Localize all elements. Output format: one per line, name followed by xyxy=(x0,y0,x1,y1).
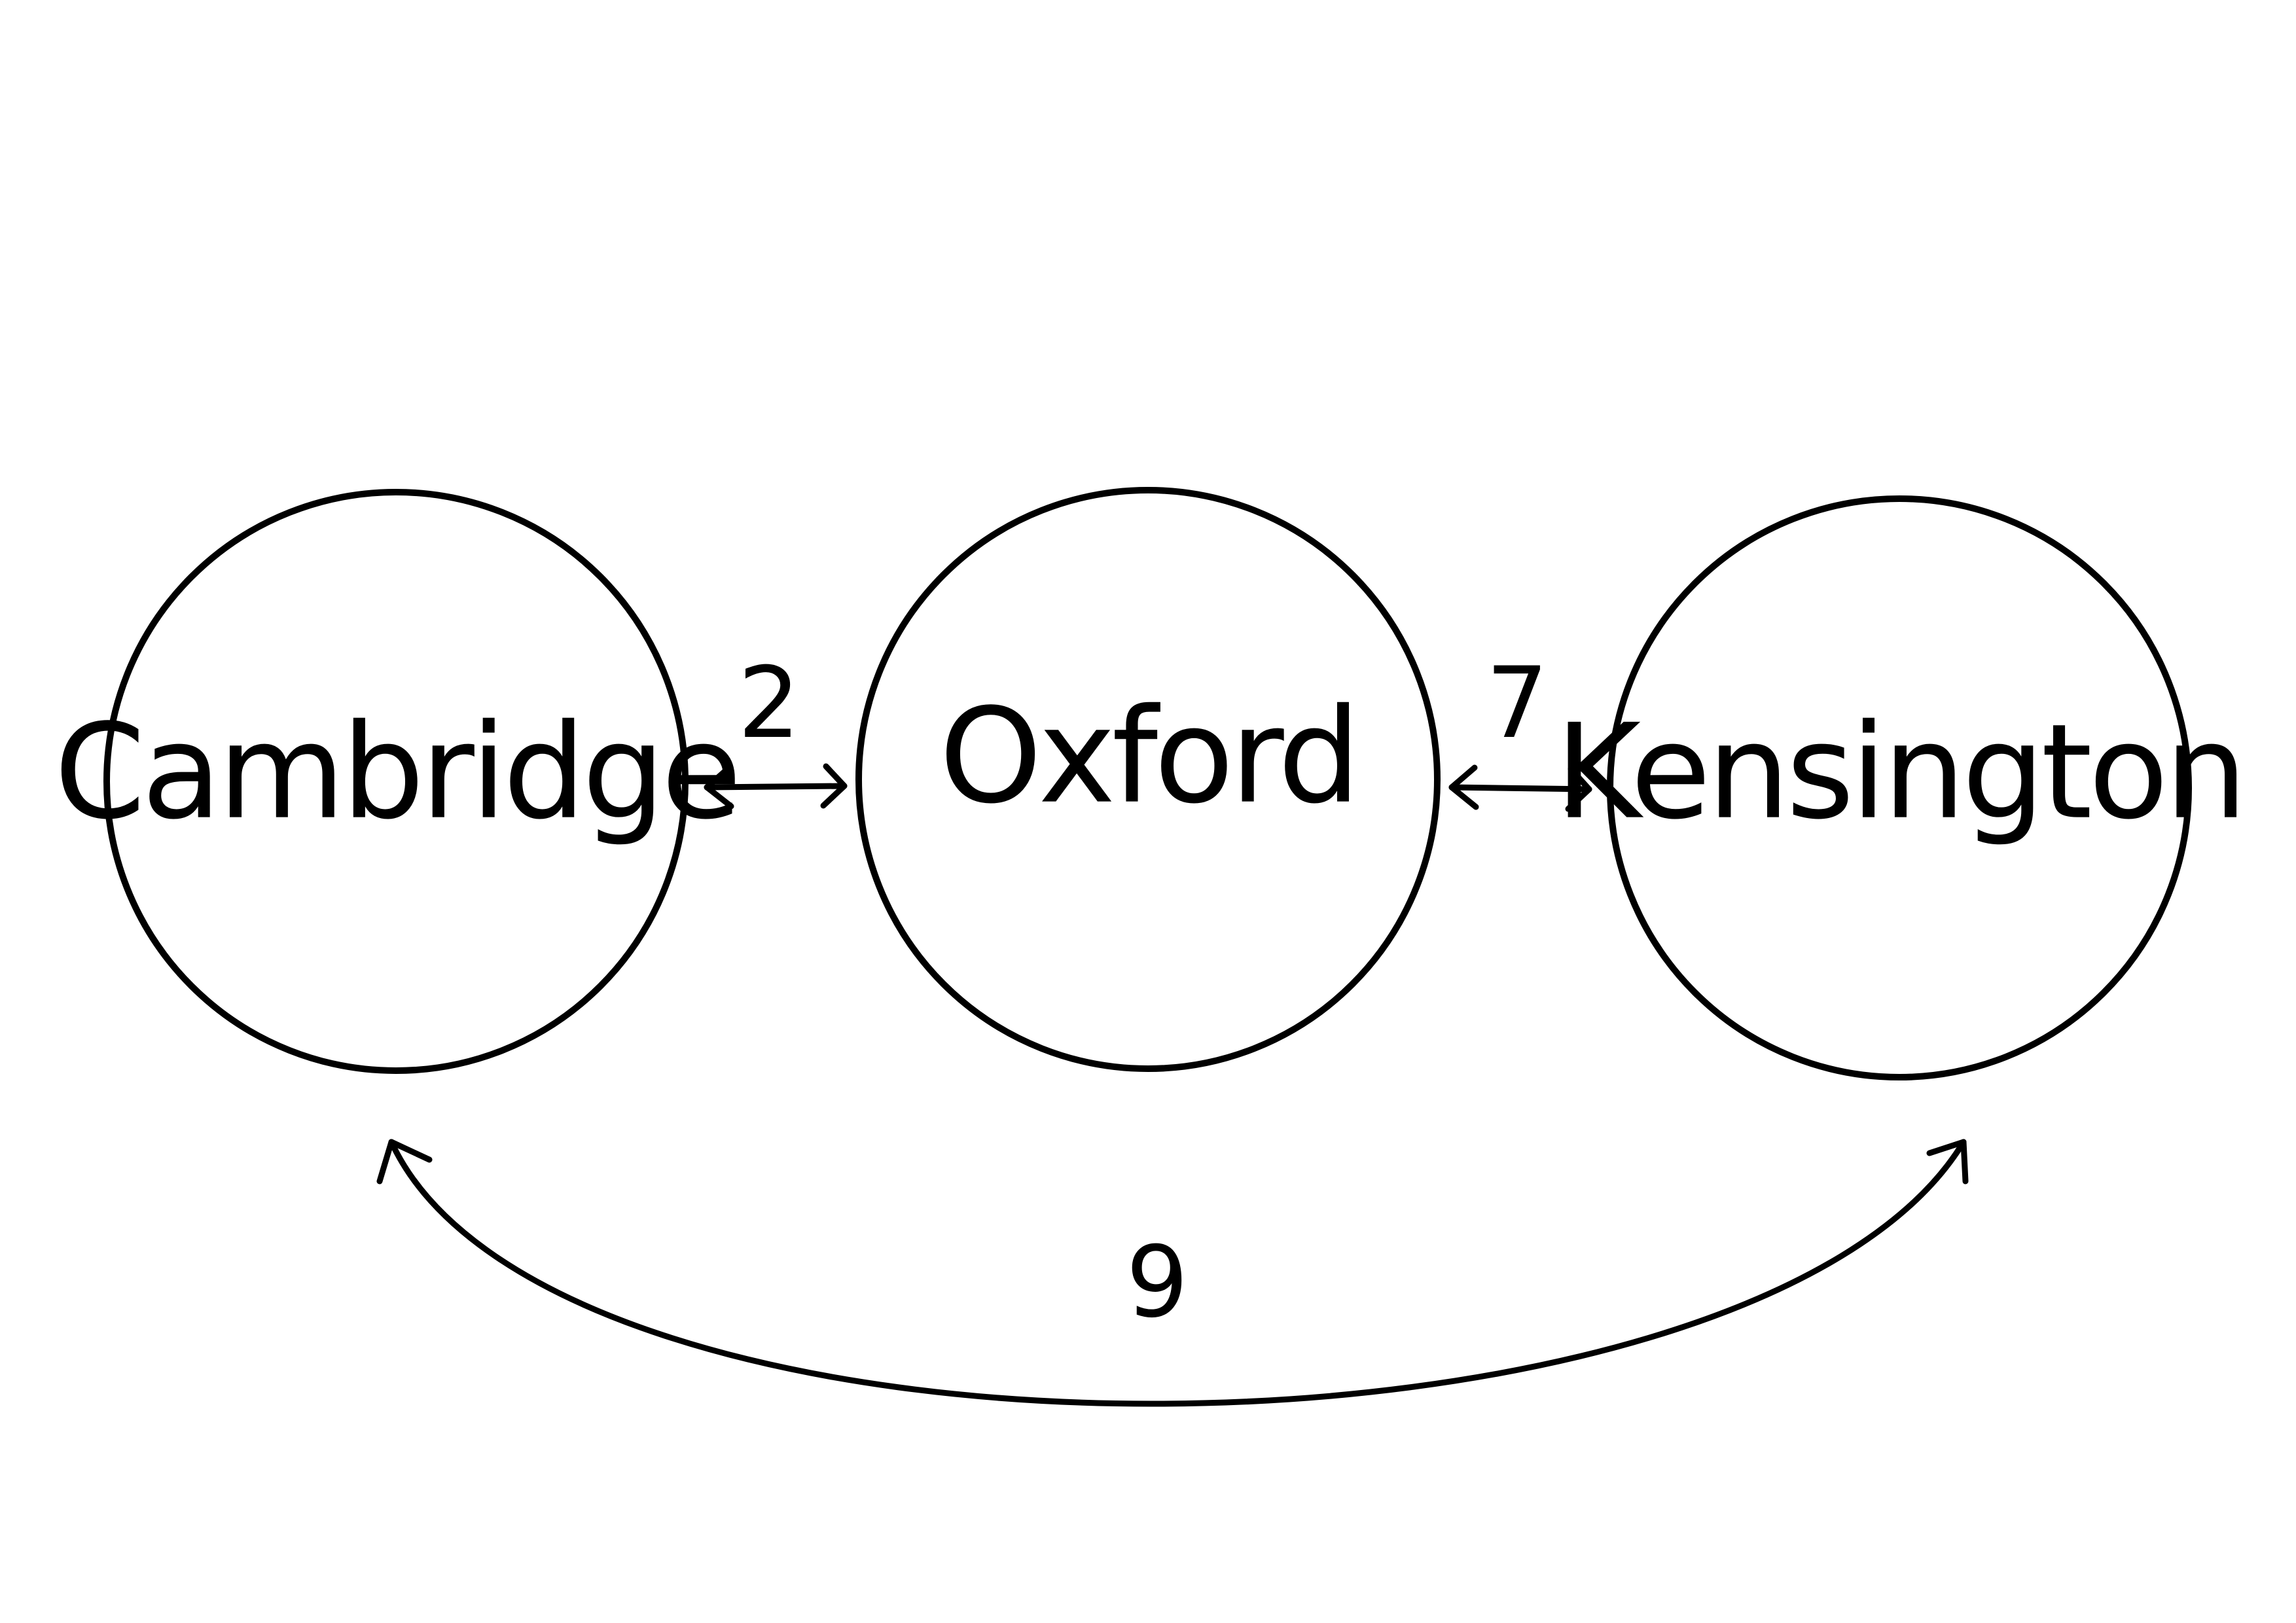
node-kensington: Kensington xyxy=(1555,495,2248,1080)
edge-oxford-kensington: 7 xyxy=(1448,647,1592,812)
edge-cambridge-kensington-weight: 9 xyxy=(1126,1226,1188,1340)
edge-cambridge-kensington-arrow-right xyxy=(1926,1139,1969,1185)
node-cambridge-label: Cambridge xyxy=(54,696,738,849)
node-kensington-label: Kensington xyxy=(1555,696,2244,849)
edge-oxford-kensington-weight: 7 xyxy=(1486,647,1548,760)
edge-oxford-kensington-line xyxy=(1448,784,1592,793)
node-oxford-label: Oxford xyxy=(939,681,1357,833)
edge-cambridge-kensington-arrow-left xyxy=(376,1139,433,1185)
edge-oxford-kensington-arrow-left xyxy=(1448,764,1479,810)
edge-cambridge-oxford-arrow-left xyxy=(704,764,734,810)
node-cambridge-circle xyxy=(103,489,689,1074)
edge-cambridge-oxford-line xyxy=(704,783,848,791)
edge-cambridge-oxford-arrow-right xyxy=(820,763,848,809)
edge-cambridge-kensington-curve xyxy=(388,1139,1967,1407)
node-oxford-circle xyxy=(855,487,1441,1072)
node-oxford: Oxford xyxy=(855,487,1441,1072)
edge-cambridge-oxford: 2 xyxy=(704,647,848,810)
edge-oxford-kensington-arrow-right xyxy=(1565,766,1592,812)
edge-cambridge-oxford-weight: 2 xyxy=(738,647,800,760)
node-kensington-circle xyxy=(1607,495,2192,1080)
edge-cambridge-kensington: 9 xyxy=(376,1139,1969,1407)
node-cambridge: Cambridge xyxy=(54,489,742,1074)
